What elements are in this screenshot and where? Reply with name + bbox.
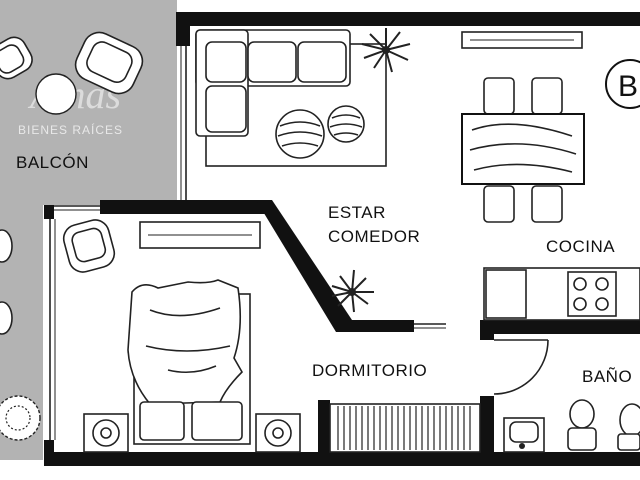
room-label-bathroom: BAÑO: [582, 367, 632, 386]
bathroom-sink: [503, 417, 545, 453]
plant-top: [361, 28, 411, 73]
bathroom-bidet: [617, 403, 640, 451]
balcony-table: [35, 73, 77, 115]
nightstand-right: [255, 413, 301, 453]
watermark-tagline: BIENES RAÍCES: [18, 122, 123, 137]
unit-badge: B: [605, 59, 640, 109]
balcony-armchair-right: [74, 31, 144, 95]
coffee-tables: [275, 105, 365, 159]
kitchen-counter: [483, 267, 640, 321]
room-label-bedroom: DORMITORIO: [312, 361, 427, 380]
room-label-kitchen: COCINA: [546, 237, 615, 256]
tv-shelf-living: [461, 31, 583, 49]
room-label-balcony: BALCÓN: [16, 153, 89, 172]
balcony-area: [0, 0, 179, 460]
balcony-plant: [0, 395, 41, 441]
bed: [127, 279, 251, 445]
room-label-living-line1: ESTAR: [328, 203, 386, 222]
wardrobe: [329, 403, 481, 453]
walls: [44, 12, 640, 466]
room-label-living-line2: COMEDOR: [328, 227, 420, 246]
sofa: [195, 29, 351, 137]
dining-set: [461, 77, 585, 223]
tv-shelf-bedroom: [139, 221, 261, 249]
plant-mid: [331, 269, 374, 313]
bathroom-door: [493, 339, 549, 395]
balcony-chairs-lower: [0, 229, 13, 335]
bedroom-armchair: [62, 219, 116, 273]
balcony-armchair-left: [0, 36, 33, 80]
nightstand-left: [83, 413, 129, 453]
bathroom-toilet: [567, 399, 597, 451]
unit-badge-letter: B: [618, 70, 638, 103]
